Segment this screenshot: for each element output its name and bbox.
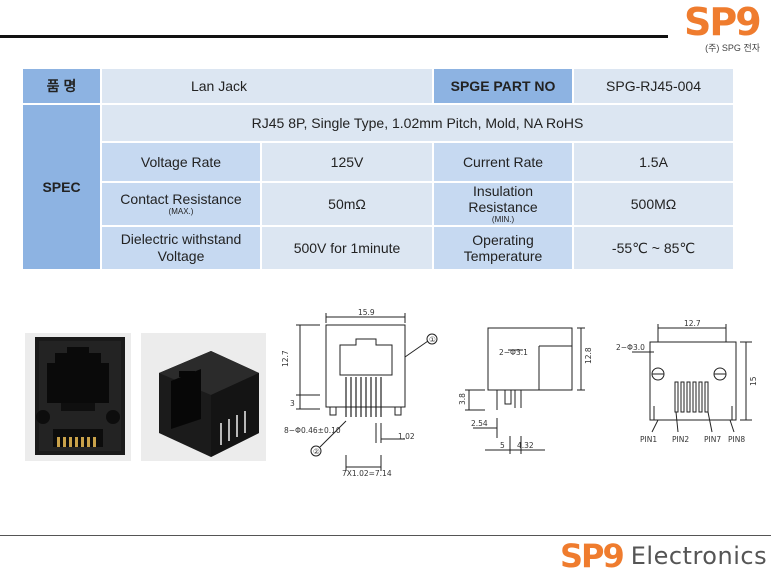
top-divider (0, 35, 668, 38)
insulation-resistance-sub: (MIN.) (491, 215, 515, 224)
side-hole-note: 2−Φ3.1 (499, 348, 528, 357)
insulation-resistance-label: Insulation Resistance (MIN.) (432, 181, 575, 227)
insulation-resistance-value: 500MΩ (572, 181, 736, 227)
side-bottom-b: 4.32 (517, 441, 534, 450)
side-offset-dim: 2.54 (471, 419, 488, 428)
operating-temp-label: Operating Temperature (432, 225, 575, 271)
logo-mark: SP9 (684, 0, 762, 44)
part-no-label: SPGE PART NO (432, 67, 575, 105)
voltage-rate-value: 125V (259, 141, 435, 183)
insulation-resistance-text: Insulation Resistance (468, 183, 538, 215)
product-name: Lan Jack (99, 67, 435, 105)
contact-resistance-text: Contact Resistance (120, 191, 242, 207)
front-pin-note: 8−Φ0.46±0.10 (284, 426, 341, 435)
dielectric-voltage-label: Dielectric withstand Voltage (100, 225, 262, 271)
front-span-dim: 7X1.02=7.14 (342, 469, 392, 477)
table-row: SPEC RJ45 8P, Single Type, 1.02mm Pitch,… (21, 103, 736, 271)
bottom-width-dim: 12.7 (684, 319, 701, 328)
table-row: 품 명 Lan Jack SPGE PART NO SPG-RJ45-004 (21, 67, 736, 105)
table-row: Contact Resistance (MAX.) 50mΩ Insulatio… (22, 181, 736, 227)
table-row: Voltage Rate 125V Current Rate 1.5A (22, 141, 736, 183)
table-row: Dielectric withstand Voltage 500V for 1m… (22, 225, 736, 271)
contact-resistance-value: 50mΩ (259, 181, 435, 227)
side-bottom-a: 5 (500, 441, 505, 450)
bottom-height-dim: 15 (749, 376, 758, 386)
voltage-rate-label: Voltage Rate (100, 141, 262, 183)
footer-logo-word: Electronics (630, 542, 768, 570)
drawing-bottom-view: 12.7 2−Φ3.0 15 PIN1 PIN2 PIN7 PIN8 (616, 319, 758, 444)
spec-summary: RJ45 8P, Single Type, 1.02mm Pitch, Mold… (99, 103, 736, 143)
product-photo-front (25, 333, 131, 461)
current-rate-value: 1.5A (572, 141, 736, 183)
side-leg-dim: 3.8 (458, 393, 467, 405)
front-height-dim: 12.7 (281, 350, 290, 367)
bottom-divider (0, 535, 771, 536)
drawing-front-view: 15.9 12.7 3 8−Φ0.46±0.10 1.02 7X1.02=7.1… (281, 308, 438, 477)
front-width-dim: 15.9 (358, 308, 375, 317)
operating-temp-value: -55℃ ~ 85℃ (572, 225, 736, 271)
bottom-pin-8: PIN8 (728, 435, 745, 444)
front-callout-2: ② (313, 447, 320, 456)
spec-table: 품 명 Lan Jack SPGE PART NO SPG-RJ45-004 S… (21, 67, 736, 271)
product-photo-angle (141, 333, 266, 461)
side-height-dim: 12.8 (584, 347, 593, 364)
dielectric-voltage-value: 500V for 1minute (259, 225, 435, 271)
footer-logo-mark: SP9 (560, 537, 625, 575)
bottom-pin-2: PIN2 (672, 435, 689, 444)
bottom-pin-7: PIN7 (704, 435, 721, 444)
company-logo: SP9 (주) SPG 전자 (684, 2, 764, 62)
current-rate-label: Current Rate (432, 141, 575, 183)
drawing-side-view: 2−Φ3.1 12.8 3.8 2.54 5 4.32 (458, 327, 593, 454)
front-pitch-dim: 1.02 (398, 432, 415, 441)
logo-subtitle: (주) SPG 전자 (705, 43, 760, 53)
front-base-dim: 3 (290, 399, 295, 408)
contact-resistance-sub: (MAX.) (168, 207, 194, 216)
footer-logo: SP9 Electronics (560, 536, 767, 576)
contact-resistance-label: Contact Resistance (MAX.) (100, 181, 262, 227)
product-name-label: 품 명 (21, 67, 102, 105)
front-callout-1: ① (429, 335, 436, 344)
spec-label: SPEC (21, 103, 102, 271)
bottom-hole-note: 2−Φ3.0 (616, 343, 645, 352)
bottom-pin-1: PIN1 (640, 435, 657, 444)
part-no: SPG-RJ45-004 (572, 67, 736, 105)
